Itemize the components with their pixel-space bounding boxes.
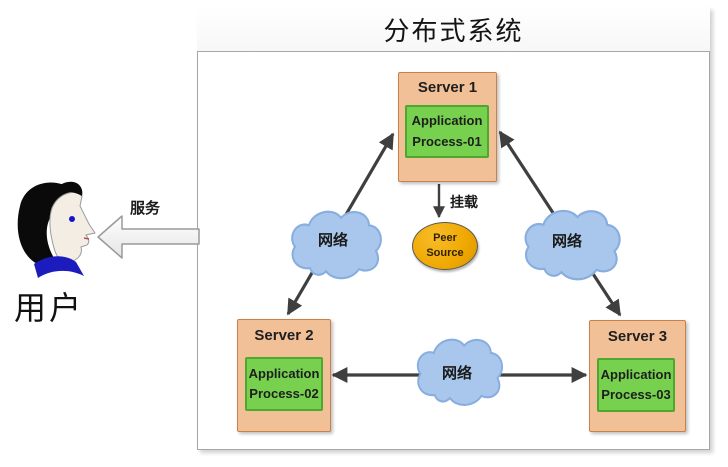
user-mouth	[83, 237, 90, 240]
peer-source-ellipse: Peer Source	[412, 222, 478, 270]
user-hair-front	[49, 181, 83, 206]
user-label: 用户	[14, 289, 85, 327]
process-02-box: Application Process-02	[245, 357, 323, 411]
server-1-label: Server 1	[417, 79, 478, 96]
server-3-label: Server 3	[607, 328, 668, 345]
network-label-right: 网络	[551, 232, 582, 250]
title-band: 分布式系统	[197, 7, 710, 52]
user-face	[49, 192, 96, 263]
process-01-box: Application Process-01	[405, 105, 489, 158]
server-2-label: Server 2	[254, 327, 314, 344]
network-label-bottom: 网络	[441, 364, 472, 382]
user-figure	[17, 181, 96, 278]
user-collar	[34, 256, 84, 278]
mount-label: 挂载	[450, 195, 478, 211]
service-label: 服务	[129, 199, 160, 217]
user-hair-back	[17, 182, 76, 267]
user-eye	[69, 216, 75, 222]
diagram-title: 分布式系统	[383, 16, 524, 47]
service-block-arrow	[97, 215, 200, 259]
network-label-left: 网络	[317, 231, 348, 249]
process-03-box: Application Process-03	[597, 358, 675, 412]
